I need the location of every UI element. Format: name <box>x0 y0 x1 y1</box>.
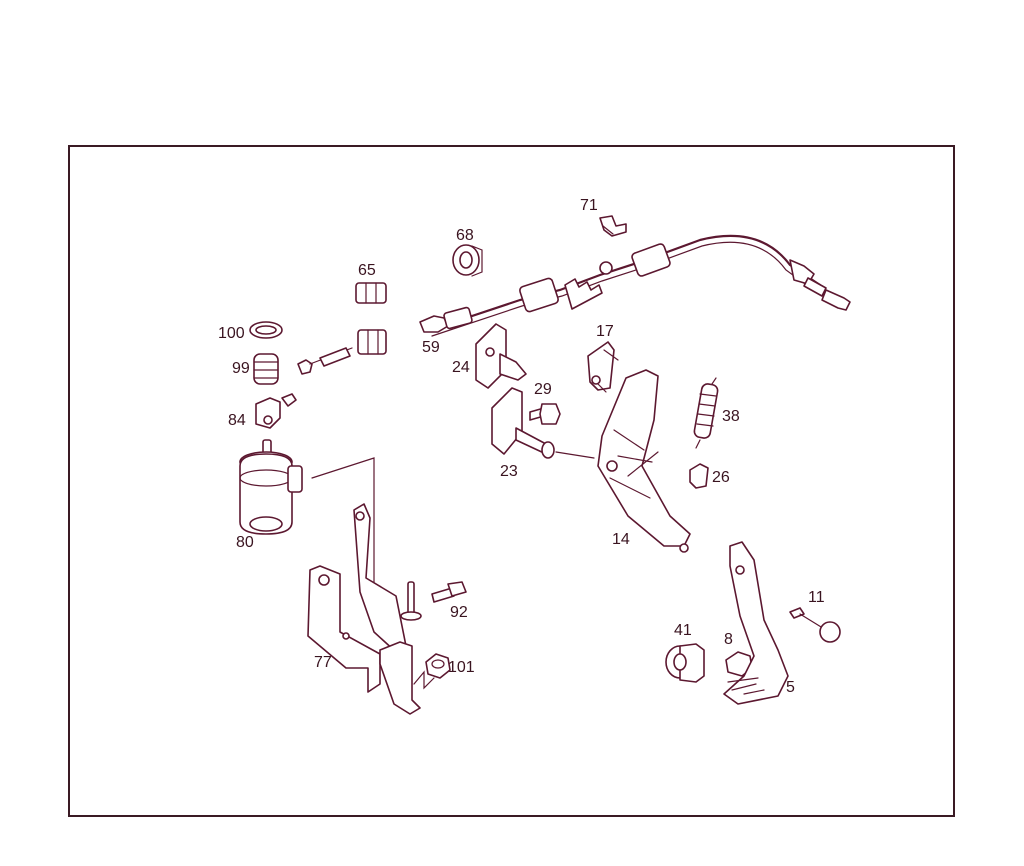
part-65-grommet <box>355 282 387 304</box>
diagram-frame <box>68 145 955 817</box>
callout-65: 65 <box>358 262 376 279</box>
part-101-nut <box>413 653 451 690</box>
part-77-bracket <box>307 503 421 715</box>
part-5-pedal <box>723 541 789 705</box>
callout-11: 11 <box>808 589 825 606</box>
callout-68: 68 <box>456 227 474 244</box>
callout-92: 92 <box>450 604 468 621</box>
callout-38: 38 <box>722 408 740 425</box>
part-23-bracket <box>491 387 595 459</box>
callout-80: 80 <box>236 534 254 551</box>
callout-77: 77 <box>314 654 332 671</box>
part-29-bolt <box>529 403 561 425</box>
part-84-piston <box>255 393 297 429</box>
part-38-spring <box>693 377 719 449</box>
callout-24: 24 <box>452 359 470 376</box>
callout-5: 5 <box>786 679 795 696</box>
part-24-bracket <box>475 323 527 389</box>
part-11-fastener <box>789 607 841 643</box>
callout-84: 84 <box>228 412 246 429</box>
part-71-clip <box>599 215 627 237</box>
callout-17: 17 <box>596 323 614 340</box>
callout-101: 101 <box>448 659 475 676</box>
part-68-grommet <box>452 244 483 277</box>
leader-line-80 <box>311 457 375 615</box>
threaded-rod <box>297 347 353 375</box>
callout-41: 41 <box>674 622 692 639</box>
callout-23: 23 <box>500 463 518 480</box>
part-41-bushing <box>665 643 705 683</box>
clutch-cable <box>419 234 851 337</box>
callout-14: 14 <box>612 531 630 548</box>
part-80-cylinder <box>239 439 303 535</box>
callout-59: 59 <box>422 339 440 356</box>
callout-26: 26 <box>712 469 730 486</box>
bracket-pin <box>400 581 422 621</box>
part-17-bracket <box>587 341 619 393</box>
callout-100: 100 <box>218 325 245 342</box>
callout-99: 99 <box>232 360 250 377</box>
part-99-spring <box>253 353 279 385</box>
part-14-pedal-lever <box>597 369 691 553</box>
part-26-clip <box>689 463 709 489</box>
cable-grommet-block <box>357 329 387 355</box>
callout-29: 29 <box>534 381 552 398</box>
callout-71: 71 <box>580 197 598 214</box>
part-100-cap <box>249 321 283 339</box>
callout-8: 8 <box>724 631 733 648</box>
part-92-bolt <box>431 581 467 603</box>
